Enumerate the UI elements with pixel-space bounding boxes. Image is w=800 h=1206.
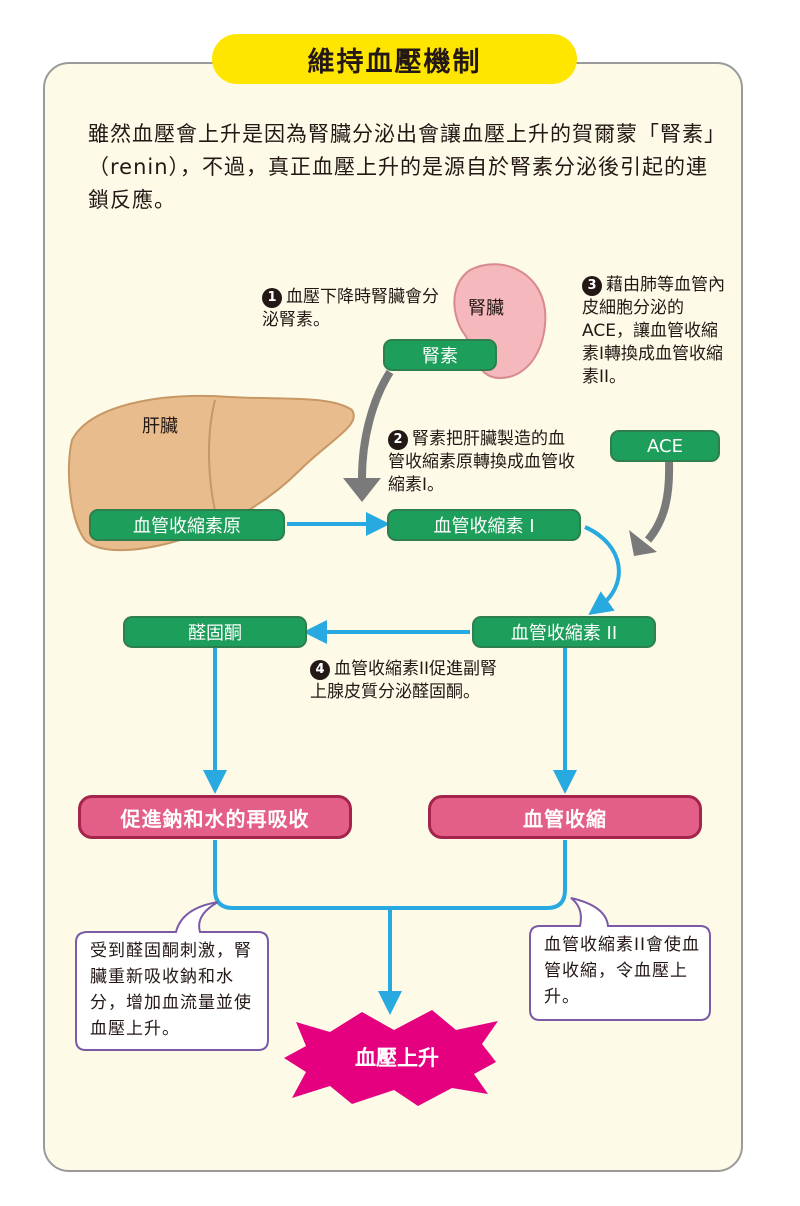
left-bubble-text: 受到醛固酮刺激，腎臟重新吸收鈉和水分，增加血流量並使血壓上升。 xyxy=(90,941,252,1039)
note-3-text: 藉由肺等血管內皮細胞分泌的ACE，讓血管收縮素I轉換成血管收縮素II。 xyxy=(582,275,725,387)
renin-to-liver-arrowhead xyxy=(343,478,381,502)
angiotensinogen-box: 血管收縮素原 xyxy=(89,509,285,541)
ace-box: ACE xyxy=(610,430,720,462)
aldosterone-box: 醛固酮 xyxy=(123,616,307,648)
note-4-number: 4 xyxy=(310,660,330,680)
angiotensin2-box: 血管收縮素 II xyxy=(472,616,656,648)
result-label: 血壓上升 xyxy=(355,1046,439,1070)
kidney-label: 腎臟 xyxy=(468,298,504,319)
result-burst-shape xyxy=(284,1010,498,1106)
right-bubble-text: 血管收縮素II會使血管收縮，令血壓上升。 xyxy=(544,935,701,1007)
note-2-text: 腎素把肝臟製造的血管收縮素原轉換成血管收縮素I。 xyxy=(388,429,575,495)
merge-connector xyxy=(213,840,567,910)
note-1-text: 血壓下降時腎臟會分泌腎素。 xyxy=(262,287,439,330)
note-1-number: 1 xyxy=(262,288,282,308)
angiotensin1-to-angiotensin2-arrow xyxy=(584,525,621,616)
intro-text: 雖然血壓會上升是因為腎臟分泌出會讓血壓上升的賀爾蒙「腎素」（renin），不過，… xyxy=(88,122,716,212)
page-title: 維持血壓機制 xyxy=(212,34,577,84)
renin-to-liver-arrow xyxy=(358,369,394,479)
note-4-text: 血管收縮素II促進副腎上腺皮質分泌醛固酮。 xyxy=(310,659,498,702)
note-2-number: 2 xyxy=(388,430,408,450)
renin-box: 腎素 xyxy=(383,339,497,371)
vasoconstriction-box: 血管收縮 xyxy=(428,795,702,839)
note-3-number: 3 xyxy=(582,276,602,296)
liver-label: 肝臟 xyxy=(142,416,178,437)
ace-arrowhead xyxy=(629,530,657,556)
angiotensin1-box: 血管收縮素 I xyxy=(387,509,581,541)
left-bubble-shape xyxy=(75,901,269,1051)
ace-arrow xyxy=(644,461,674,543)
right-bubble-shape xyxy=(529,897,711,1021)
reabsorption-box: 促進鈉和水的再吸收 xyxy=(78,795,352,839)
